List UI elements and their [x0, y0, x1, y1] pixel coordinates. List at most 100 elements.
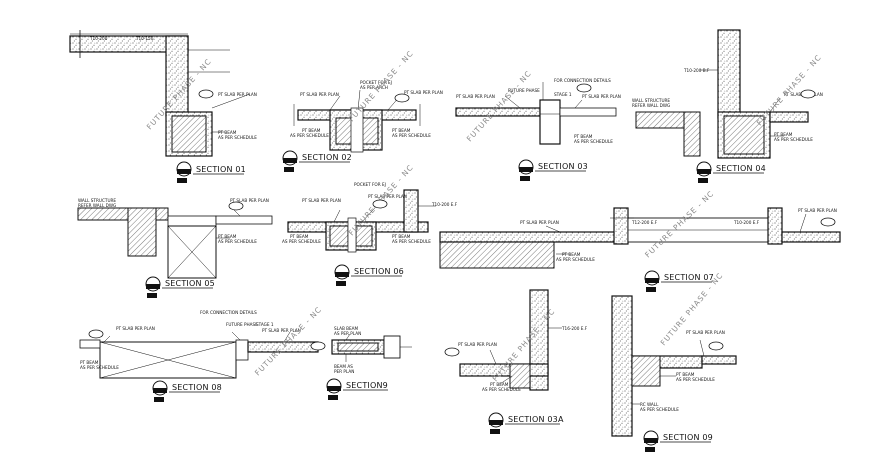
section-05-title-marker: SECTION 05	[145, 276, 215, 298]
note-s05-slab: PT SLAB PER PLAN	[230, 198, 269, 203]
note-s06-beam-left: PT BEAM	[290, 234, 309, 239]
note-s05-wall-2: REFER WALL DWG	[78, 203, 116, 208]
note-s02-pocket: POCKET FOR EJ	[360, 80, 392, 85]
section-08-title-marker: SECTION 08	[152, 380, 222, 402]
note-s05-wall: WALL STRUCTURE	[78, 198, 116, 203]
note-s01-beam-2: AS PER SCHEDULE	[218, 135, 257, 140]
title-section-06: SECTION 06	[354, 267, 404, 276]
note-s07-slab-right: PT SLAB PER PLAN	[798, 208, 837, 213]
section-06-title-marker: SECTION 06	[334, 264, 404, 286]
note-s02-slab-left: PT SLAB PER PLAN	[300, 92, 339, 97]
note-s08-beam-2: AS PER SCHEDULE	[80, 365, 119, 370]
title-section-9: SECTION9	[346, 381, 388, 390]
section-09: PT SLAB PER PLAN PT BEAM AS PER SCHEDULE…	[611, 271, 737, 452]
title-section-03: SECTION 03	[538, 162, 588, 171]
section-03a-title-marker: SECTION 03A	[488, 412, 564, 434]
note-s03-slab-right: PT SLAB PER PLAN	[582, 94, 621, 99]
section-07: PT SLAB PER PLAN PT BEAM AS PER SCHEDULE…	[439, 189, 841, 292]
note-s06-slab-right: PT SLAB PER PLAN	[368, 194, 407, 199]
note-s08-connection: FOR CONNECTION DETAILS	[200, 310, 257, 315]
wall-section-06	[403, 189, 419, 233]
title-section-01: SECTION 01	[196, 165, 246, 174]
watermark-s08: FUTURE PHASE - NC	[253, 305, 324, 378]
note-s05-beam: PT BEAM	[218, 234, 237, 239]
title-section-09: SECTION 09	[663, 433, 713, 442]
note-s01-beam: PT BEAM	[218, 130, 237, 135]
note-s07-slab: PT SLAB PER PLAN	[520, 220, 559, 225]
section-02: PT SLAB PER PLAN PT SLAB PER PLAN POCKET…	[282, 49, 443, 172]
section-04: T10-200 B.F WALL STRUCTURE REFER WALL DW…	[632, 29, 823, 183]
section-05: WALL STRUCTURE REFER WALL DWG PT SLAB PE…	[77, 198, 273, 298]
note-s02-beam-left-2: AS PER SCHEDULE	[290, 133, 329, 138]
note-s01-top-bar-2: T10-150	[135, 36, 154, 41]
beam-section-03	[539, 99, 561, 145]
title-section-03a: SECTION 03A	[508, 415, 564, 424]
note-s9-slab: SLAB BEAM	[334, 326, 359, 331]
note-s06-bar: T10-200 E.F	[431, 202, 458, 207]
note-s06-pocket: POCKET FOR EJ	[354, 182, 386, 187]
note-s03a-bar: T16-200 E.F	[561, 326, 588, 331]
title-section-02: SECTION 02	[302, 153, 352, 162]
slab-section-07	[439, 231, 617, 243]
note-s03-connection: FOR CONNECTION DETAILS	[554, 78, 611, 83]
wall-section-04	[717, 29, 741, 119]
note-s03a-beam: PT BEAM	[490, 382, 509, 387]
note-s04-bar: T10-200 B.F	[683, 68, 710, 73]
note-s09-wall: RC WALL	[640, 402, 659, 407]
title-section-04: SECTION 04	[716, 164, 766, 173]
note-s03-future: FUTURE PHASE	[508, 88, 540, 93]
note-s09-wall-2: AS PER SCHEDULE	[640, 407, 679, 412]
note-s01-slab: PT SLAB PER PLAN	[218, 92, 257, 97]
section-02-title-marker: SECTION 02	[282, 150, 352, 172]
title-section-05: SECTION 05	[165, 279, 215, 288]
section-9-small: SLAB BEAM AS PER PLAN BEAM AS PER PLAN S…	[326, 326, 412, 400]
note-s06-beam-left-2: AS PER SCHEDULE	[282, 239, 321, 244]
note-s03-stage: STAGE 1	[554, 92, 572, 97]
title-section-07: SECTION 07	[664, 273, 714, 282]
note-s02-beam-right: PT BEAM	[392, 128, 411, 133]
note-s9-beam-2: PER PLAN	[334, 369, 354, 374]
note-s08-beam: PT BEAM	[80, 360, 99, 365]
note-s03-beam-2: AS PER SCHEDULE	[574, 139, 613, 144]
note-s08-future: FUTURE PHASE	[226, 322, 258, 327]
section-06: POCKET FOR EJ PT SLAB PER PLAN PT SLAB P…	[282, 163, 458, 286]
note-s07-bar-left: T12-200 E.F	[631, 220, 658, 225]
section-9-title-marker: SECTION9	[326, 378, 388, 400]
note-s9-beam: BEAM AS	[334, 364, 353, 369]
revision-cloud-marks	[88, 83, 836, 357]
note-s07-beam: PT BEAM	[562, 252, 581, 257]
note-s07-beam-2: AS PER SCHEDULE	[556, 257, 595, 262]
note-s03a-beam-2: AS PER SCHEDULE	[482, 387, 521, 392]
note-s09-beam-2: AS PER SCHEDULE	[676, 377, 715, 382]
note-s08-slab-right: PT SLAB PER PLAN	[262, 328, 301, 333]
section-09-title-marker: SECTION 09	[643, 430, 713, 452]
note-s04-beam-2: AS PER SCHEDULE	[774, 137, 813, 142]
note-s01-top-bar: T10-200	[89, 36, 108, 41]
section-08: FOR CONNECTION DETAILS FUTURE PHASE STAG…	[79, 305, 324, 402]
note-s04-beam: PT BEAM	[774, 132, 793, 137]
section-03-title-marker: SECTION 03	[518, 159, 588, 181]
note-s02-beam-left: PT BEAM	[302, 128, 321, 133]
section-01: T10-200 T10-150 PT SLAB PER PLAN PT BEAM…	[69, 30, 257, 183]
note-s04-wall-2: REFER WALL DWG	[632, 103, 670, 108]
note-s05-beam-2: AS PER SCHEDULE	[218, 239, 257, 244]
note-s02-slab-right: PT SLAB PER PLAN	[404, 90, 443, 95]
note-s09-beam: PT BEAM	[676, 372, 695, 377]
section-01-title-marker: SECTION 01	[176, 161, 246, 183]
wall-section-09	[611, 295, 633, 437]
note-s02-beam-right-2: AS PER SCHEDULE	[392, 133, 431, 138]
watermark-s03: FUTURE PHASE - NC	[465, 69, 533, 144]
section-07-title-marker: SECTION 07	[644, 270, 714, 292]
note-s03-beam: PT BEAM	[574, 134, 593, 139]
note-s03a-slab: PT SLAB PER PLAN	[458, 342, 497, 347]
section-04-title-marker: SECTION 04	[696, 161, 766, 183]
title-section-08: SECTION 08	[172, 383, 222, 392]
section-03: PT SLAB PER PLAN FUTURE PHASE FOR CONNEC…	[455, 69, 621, 181]
beam-hatch-section-01	[171, 115, 207, 153]
note-s09-slab: PT SLAB PER PLAN	[686, 330, 725, 335]
note-s03-slab: PT SLAB PER PLAN	[456, 94, 495, 99]
note-s02-arch: AS PER ARCH	[360, 85, 388, 90]
note-s08-stage: STAGE 1	[256, 322, 274, 327]
